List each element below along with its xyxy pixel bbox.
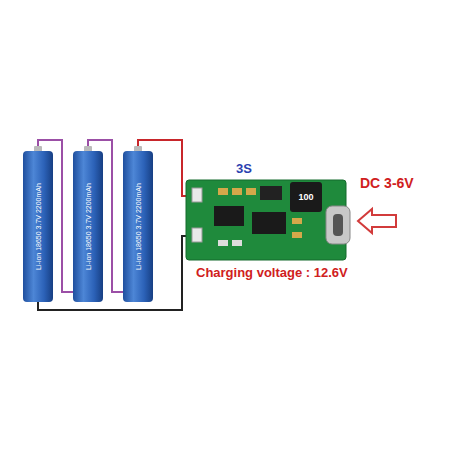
inductor-marking: 100 (298, 193, 313, 202)
battery-cell (73, 146, 103, 302)
module-name: 3S (236, 162, 252, 175)
charger-pcb (186, 180, 350, 260)
usb-c-port (326, 206, 350, 244)
negative-wire (38, 236, 196, 310)
charging-voltage: Charging voltage : 12.6V (196, 266, 348, 279)
inductor (290, 182, 322, 212)
battery-cell (123, 146, 153, 302)
cell-marking: Li-ion 18650 3.7V 2200mAh (134, 183, 141, 270)
cell-marking: Li-ion 18650 3.7V 2200mAh (84, 183, 91, 270)
input-arrow (358, 209, 396, 233)
input-voltage: DC 3-6V (360, 176, 414, 190)
battery-cell (23, 146, 53, 302)
cell-marking: Li-ion 18650 3.7V 2200mAh (35, 183, 42, 270)
